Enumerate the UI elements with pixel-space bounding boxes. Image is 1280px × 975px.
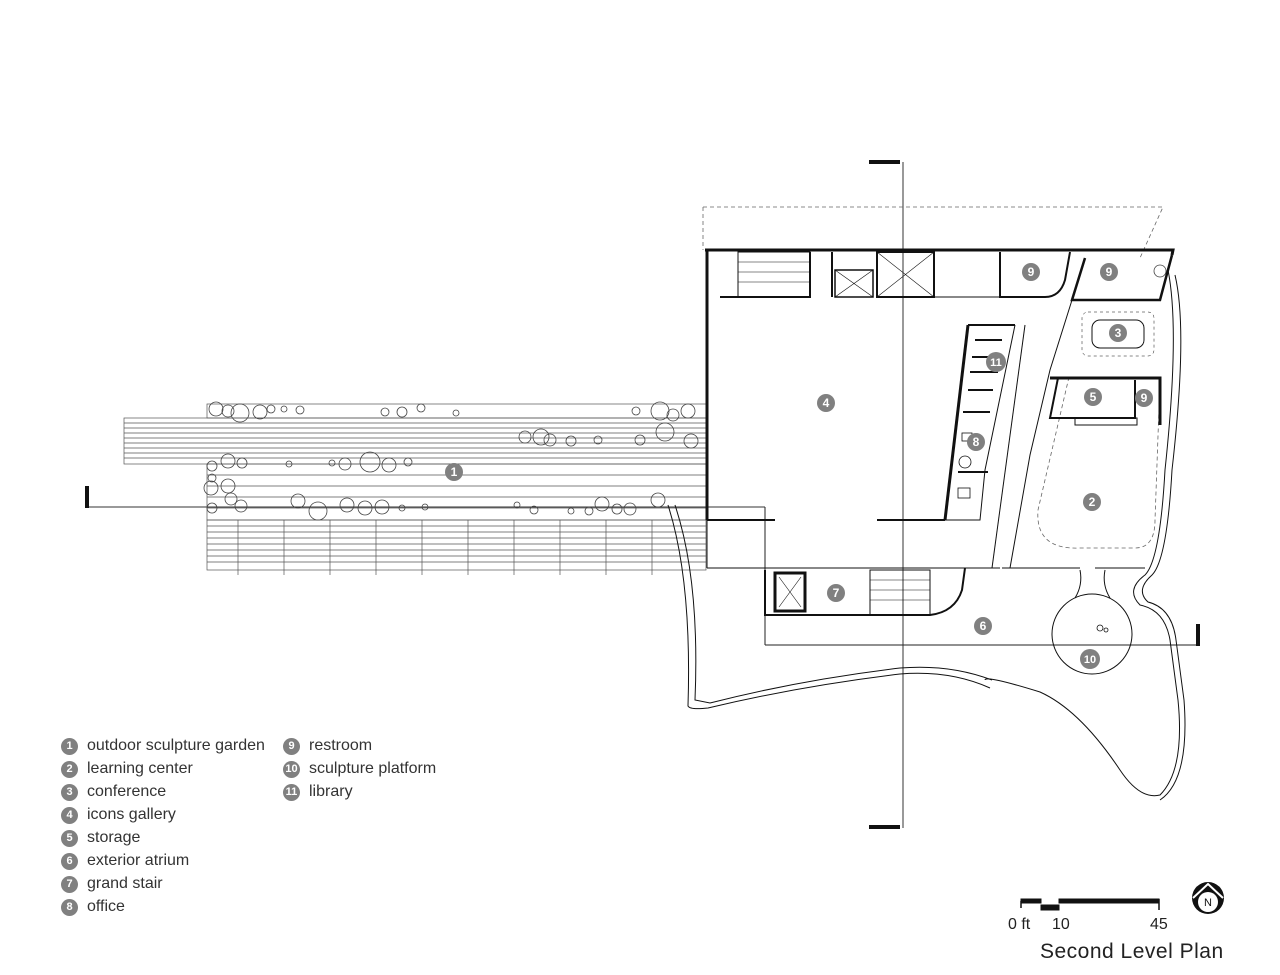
legend-number-badge: 1 (61, 737, 78, 755)
room-marker-label: 5 (1090, 390, 1097, 404)
room-marker-6: 6 (974, 617, 992, 635)
sculpture-garden-terraces (123, 403, 707, 575)
room-marker-label: 6 (980, 619, 987, 633)
room-marker-label: 2 (1089, 495, 1096, 509)
legend-number-badge: 5 (61, 829, 78, 847)
room-marker-2: 2 (1083, 493, 1101, 511)
legend-item: 10 sculpture platform (283, 759, 436, 779)
room-marker-label: 11 (990, 357, 1002, 369)
plan-title: Second Level Plan (1040, 940, 1224, 963)
room-marker-4: 4 (817, 394, 835, 412)
room-marker-7: 7 (827, 584, 845, 602)
legend-item: 4 icons gallery (61, 805, 176, 825)
scale-zero-label: 0 ft (1008, 916, 1031, 933)
scale-end-label: 45 (1150, 916, 1168, 933)
legend-label: sculpture platform (309, 760, 437, 777)
room-marker-9: 9 (1100, 263, 1118, 281)
legend-item: 2 learning center (61, 759, 193, 779)
legend-item: 9 restroom (283, 736, 372, 756)
legend-label: icons gallery (87, 806, 176, 823)
legend-number-badge: 4 (61, 806, 78, 824)
legend-item: 11 library (283, 782, 353, 802)
room-marker-label: 3 (1115, 326, 1122, 340)
legend-item: 5 storage (61, 828, 140, 848)
legend-label: grand stair (87, 875, 163, 892)
room-marker-10: 10 (1080, 649, 1100, 669)
legend-item: 1 outdoor sculpture garden (61, 736, 265, 756)
legend-label: outdoor sculpture garden (87, 737, 265, 754)
room-marker-label: 8 (973, 435, 980, 449)
legend-item: 8 office (61, 897, 125, 917)
room-marker-label: 4 (823, 396, 830, 410)
legend-item: 3 conference (61, 782, 166, 802)
north-arrow-icon (1192, 882, 1224, 914)
legend-label: office (87, 898, 125, 915)
legend-label: exterior atrium (87, 852, 190, 869)
legend-label: library (309, 783, 353, 800)
legend-number-badge: 9 (283, 737, 300, 755)
room-marker-label: 9 (1141, 391, 1148, 405)
scale-bar (1020, 898, 1160, 911)
legend-number-badge: 3 (61, 783, 78, 801)
room-marker-11: 11 (986, 352, 1006, 372)
legend-number-badge: 6 (61, 852, 78, 870)
room-marker-9: 9 (1135, 389, 1153, 407)
legend-label: storage (87, 829, 141, 846)
legend-label: conference (87, 783, 167, 800)
scale-mid-label: 10 (1052, 916, 1070, 933)
north-arrow-letter: N (1204, 897, 1212, 909)
room-marker-3: 3 (1109, 324, 1127, 342)
legend-label: restroom (309, 737, 373, 754)
tree-icons (203, 264, 1167, 521)
legend-item: 6 exterior atrium (61, 851, 189, 871)
legend-label: learning center (87, 760, 193, 777)
legend-number-badge: 7 (61, 875, 78, 893)
room-marker-5: 5 (1084, 388, 1102, 406)
legend-number-badge: 10 (283, 760, 300, 778)
room-marker-label: 10 (1084, 654, 1096, 666)
legend-number-badge: 11 (283, 783, 300, 801)
building-walls (667, 248, 1186, 801)
room-marker-label: 7 (833, 586, 840, 600)
room-marker-8: 8 (967, 433, 985, 451)
room-markers: 1 2 3 4 5 6 7 8 9 9 9 10 11 (445, 263, 1153, 669)
legend-number-badge: 8 (61, 898, 78, 916)
room-marker-9: 9 (1022, 263, 1040, 281)
room-marker-label: 9 (1028, 265, 1035, 279)
legend-item: 7 grand stair (61, 874, 163, 894)
room-marker-1: 1 (445, 463, 463, 481)
room-marker-label: 1 (451, 465, 458, 479)
room-marker-label: 9 (1106, 265, 1113, 279)
legend-number-badge: 2 (61, 760, 78, 778)
